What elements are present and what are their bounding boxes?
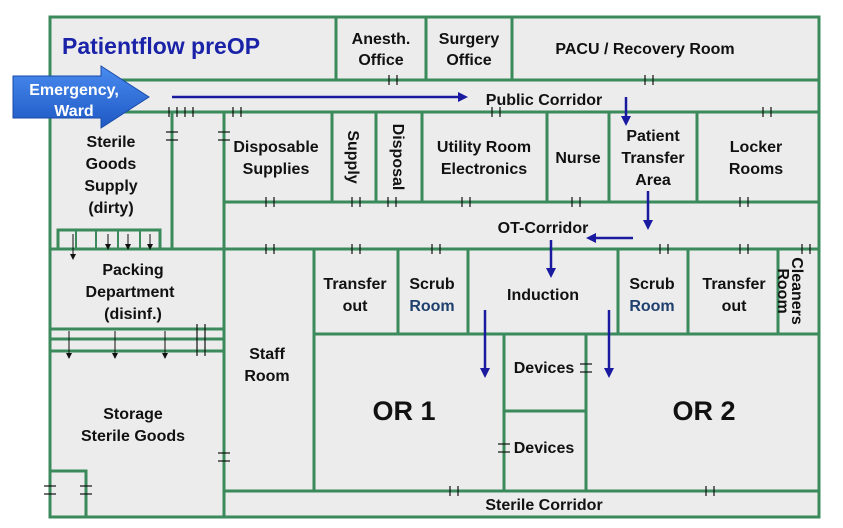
label-or2: OR 2 (672, 396, 735, 426)
label-storage-1: Storage (103, 406, 163, 423)
label-packing-2: Department (86, 284, 176, 301)
label-supply: Supply (344, 130, 361, 183)
door-markers (44, 75, 811, 496)
label-storage-2: Sterile Goods (81, 428, 185, 445)
room-scrub-right (616, 247, 690, 336)
label-sterile-goods-2: Goods (86, 156, 137, 173)
label-locker-2: Rooms (729, 161, 783, 178)
label-patient-transfer-1: Patient (626, 128, 680, 145)
strip-b (48, 337, 226, 353)
room-staff (222, 247, 316, 493)
label-transfer-out-left-1: Transfer (323, 276, 386, 293)
label-packing-3: (disinf.) (104, 306, 162, 323)
label-sterile-goods-3: Supply (84, 178, 137, 195)
entry-arrow-label-1: Emergency, (29, 82, 119, 99)
label-sterile-goods-4: (dirty) (88, 200, 133, 217)
ot-corridor (222, 200, 821, 251)
room-locker (695, 110, 821, 204)
room-transfer-out-right (686, 247, 780, 336)
label-scrub-left-2: Room (409, 298, 454, 315)
label-surgery-office-2: Office (446, 52, 491, 69)
shaft-space (170, 110, 226, 251)
label-disposable-2: Supplies (243, 161, 310, 178)
label-anesth-office-1: Anesth. (352, 31, 411, 48)
label-staff-1: Staff (249, 346, 285, 363)
label-pacu: PACU / Recovery Room (555, 41, 734, 58)
room-surgery-office (424, 15, 514, 82)
room-utility (420, 110, 549, 204)
material-flow-arrows (66, 234, 168, 359)
sterile-corridor (222, 489, 821, 519)
label-scrub-right-2: Room (629, 298, 674, 315)
room-nurse (545, 110, 611, 204)
patient-flow-arrows (172, 92, 653, 378)
label-scrub-right-1: Scrub (629, 276, 675, 293)
label-utility-2: Electronics (441, 161, 527, 178)
label-cleaners-1: Cleaners (788, 257, 805, 325)
label-ot-corridor: OT-Corridor (498, 220, 589, 237)
entry-arrow-label-2: Ward (54, 103, 93, 120)
room-disposable-supplies (222, 110, 334, 204)
title-area (48, 15, 338, 82)
label-sterile-corridor: Sterile Corridor (485, 497, 602, 514)
chute-frame (56, 228, 162, 249)
label-patient-transfer-2: Transfer (621, 150, 684, 167)
label-anesth-office-2: Office (358, 52, 403, 69)
label-staff-2: Room (244, 368, 289, 385)
label-locker-1: Locker (730, 139, 782, 156)
entry-arrow (12, 65, 150, 129)
label-devices-top: Devices (514, 360, 575, 377)
room-anesth-office (334, 15, 428, 82)
label-disposal: Disposal (389, 124, 406, 191)
label-packing-1: Packing (102, 262, 163, 279)
room-or2 (584, 332, 821, 493)
label-transfer-out-right-2: out (722, 298, 748, 315)
room-transfer-out-left (312, 247, 400, 336)
label-transfer-out-right-1: Transfer (702, 276, 765, 293)
label-surgery-office-1: Surgery (439, 31, 500, 48)
label-public-corridor: Public Corridor (486, 92, 602, 109)
label-patient-transfer-3: Area (635, 172, 671, 189)
label-transfer-out-left-2: out (343, 298, 369, 315)
label-utility-1: Utility Room (437, 139, 531, 156)
label-or1: OR 1 (372, 396, 435, 426)
label-induction: Induction (507, 287, 579, 304)
label-nurse: Nurse (555, 150, 600, 167)
label-sterile-goods-1: Sterile (87, 134, 136, 151)
label-cleaners-2: Room (774, 268, 791, 313)
label-disposable-1: Disposable (233, 139, 318, 156)
label-devices-bottom: Devices (514, 440, 575, 457)
page-title: Patientflow preOP (62, 33, 260, 59)
label-scrub-left-1: Scrub (409, 276, 455, 293)
